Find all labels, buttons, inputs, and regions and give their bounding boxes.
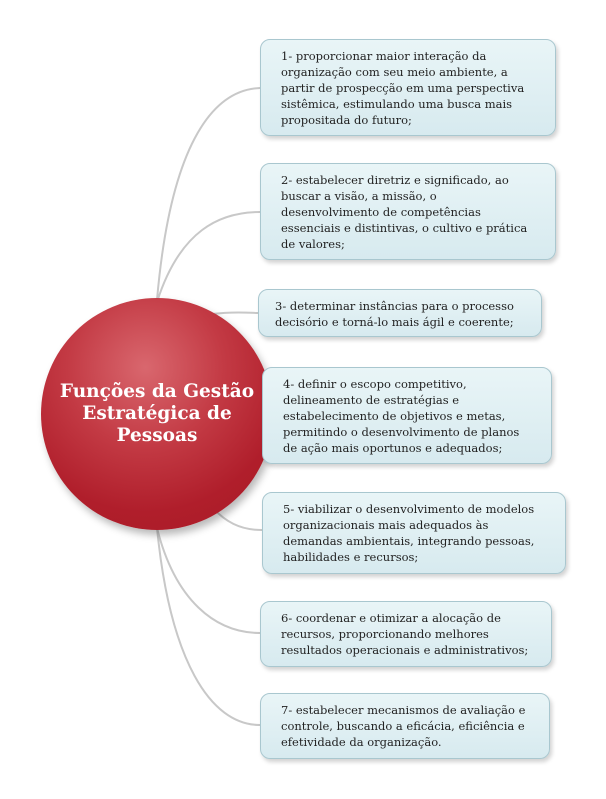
node-text-2: 2- estabelecer diretriz e significado, a… — [281, 173, 528, 251]
node-text-6: 6- coordenar e otimizar a alocação de re… — [281, 611, 529, 657]
connector-2 — [156, 211, 261, 303]
connector-6 — [156, 527, 261, 634]
node-text-1: 1- proporcionar maior interação da organ… — [281, 49, 525, 127]
node-5: 5- viabilizar o desenvolvimento de model… — [262, 492, 566, 574]
node-6: 6- coordenar e otimizar a alocação de re… — [260, 601, 552, 667]
node-text-3: 3- determinar instâncias para o processo… — [275, 299, 514, 329]
node-4: 4- definir o escopo competitivo, delinea… — [262, 367, 552, 464]
node-3: 3- determinar instâncias para o processo… — [258, 289, 542, 337]
connector-7 — [156, 527, 261, 726]
node-text-7: 7- estabelecer mecanismos de avaliação e… — [281, 703, 526, 749]
central-topic: Funções da Gestão Estratégica de Pessoas — [41, 298, 273, 530]
node-1: 1- proporcionar maior interação da organ… — [260, 39, 556, 136]
node-7: 7- estabelecer mecanismos de avaliação e… — [260, 693, 550, 759]
node-text-4: 4- definir o escopo competitivo, delinea… — [283, 377, 520, 455]
central-topic-title: Funções da Gestão Estratégica de Pessoas — [59, 381, 255, 446]
node-2: 2- estabelecer diretriz e significado, a… — [260, 163, 556, 260]
connector-1 — [156, 87, 261, 301]
node-text-5: 5- viabilizar o desenvolvimento de model… — [283, 502, 535, 564]
